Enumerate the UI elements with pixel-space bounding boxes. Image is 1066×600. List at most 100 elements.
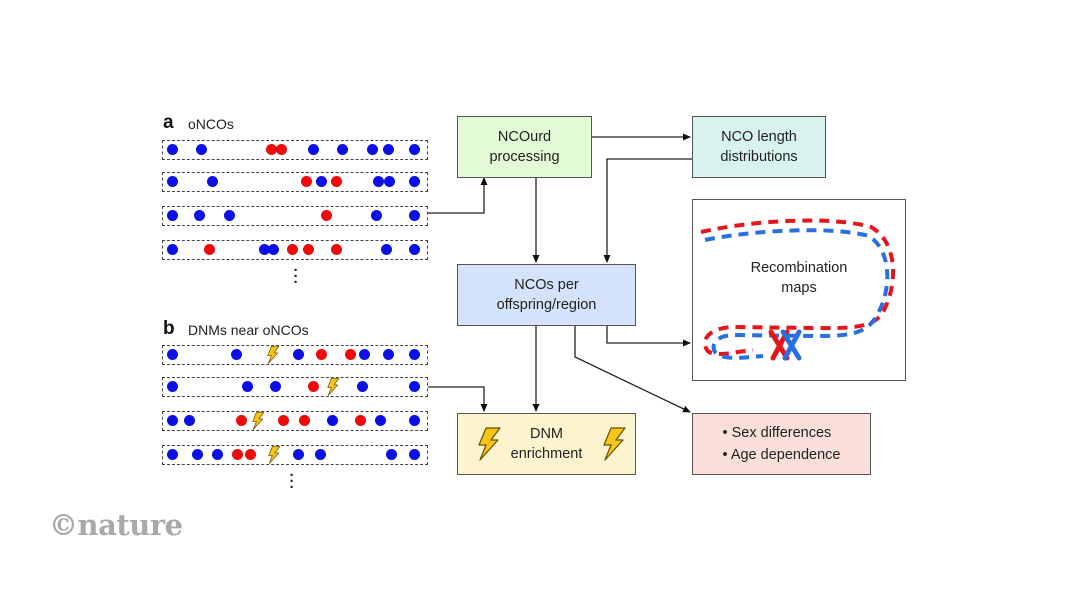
blue-dot	[326, 415, 338, 426]
more-tracks-ellipsis: ···	[289, 467, 295, 496]
panel-b-title: DNMs near oNCOs	[188, 322, 309, 338]
more-tracks-ellipsis: ···	[293, 262, 299, 291]
dnm-track	[162, 377, 428, 397]
red-dot	[298, 415, 310, 426]
red-dot	[277, 415, 289, 426]
blue-dot	[314, 449, 326, 460]
blue-dot	[207, 176, 219, 187]
ncourd-processing-box: NCOurd processing	[457, 116, 592, 178]
lightning-bolt-icon	[326, 378, 340, 396]
lightning-bolt-icon	[478, 427, 501, 461]
blue-dot	[409, 415, 421, 426]
blue-dot	[382, 144, 394, 155]
blue-dot	[337, 144, 349, 155]
blue-dot	[293, 349, 305, 360]
blue-dot	[383, 176, 395, 187]
blue-dot	[366, 144, 378, 155]
blue-dot	[409, 381, 421, 392]
red-dot	[316, 349, 328, 360]
blue-dot	[224, 210, 236, 221]
bullet-sex-differences: • Sex differences	[722, 425, 832, 441]
blue-dot	[167, 144, 179, 155]
red-dot	[265, 144, 277, 155]
blue-dot	[409, 210, 421, 221]
box-line: enrichment	[510, 446, 583, 462]
blue-dot	[409, 176, 421, 187]
blue-dot	[381, 244, 393, 255]
blue-dot	[359, 349, 371, 360]
red-dot	[355, 415, 367, 426]
blue-dot	[373, 176, 385, 187]
sex-age-box: • Sex differences • Age dependence	[692, 413, 871, 475]
lightning-bolt-icon	[267, 446, 281, 464]
onco-track	[162, 172, 428, 192]
blue-dot	[193, 210, 205, 221]
red-dot	[302, 244, 314, 255]
red-dot	[204, 244, 216, 255]
blue-dot	[409, 144, 421, 155]
box-line: offspring/region	[496, 297, 597, 313]
red-dot	[287, 244, 299, 255]
blue-dot	[268, 244, 280, 255]
box-line: NCOurd	[497, 129, 552, 145]
lightning-bolt-icon	[603, 427, 626, 461]
blue-dot	[184, 415, 196, 426]
red-dot	[231, 449, 243, 460]
lightning-bolt-icon	[251, 412, 265, 430]
box-line: DNM	[529, 426, 563, 442]
box-line: maps	[781, 280, 817, 296]
red-dot	[330, 244, 342, 255]
dnm-track	[162, 411, 428, 431]
box-line: NCOs per	[514, 277, 579, 293]
blue-dot	[409, 449, 421, 460]
arrow-per-offspring-to-maps	[606, 325, 691, 347]
red-dot	[235, 415, 247, 426]
blue-dot	[167, 349, 179, 360]
blue-dot	[241, 381, 253, 392]
lightning-bolt-icon	[266, 346, 280, 364]
box-line: processing	[489, 149, 560, 165]
box-line: distributions	[720, 149, 798, 165]
blue-dot	[269, 381, 281, 392]
blue-dot	[167, 210, 179, 221]
blue-dot	[167, 449, 179, 460]
panel-a-label: a	[163, 112, 174, 133]
ncos-per-offspring-box: NCOs per offspring/region	[457, 264, 636, 326]
blue-dot	[308, 144, 320, 155]
red-dot	[244, 449, 256, 460]
blue-dot	[167, 244, 179, 255]
dnm-track	[162, 345, 428, 365]
arrow-length-to-per-offspring	[603, 158, 692, 263]
red-dot	[321, 210, 333, 221]
red-dot	[307, 381, 319, 392]
onco-track	[162, 140, 428, 160]
dnm-enrichment-box: DNM enrichment	[457, 413, 636, 475]
red-dot	[330, 176, 342, 187]
red-dot	[345, 349, 357, 360]
blue-dot	[167, 381, 179, 392]
blue-dot	[196, 144, 208, 155]
dnm-track	[162, 445, 428, 465]
box-line: Recombination	[750, 260, 848, 276]
blue-dot	[409, 244, 421, 255]
blue-dot	[409, 349, 421, 360]
red-dot	[276, 144, 288, 155]
box-line: NCO length	[721, 129, 797, 145]
bullet-age-dependence: • Age dependence	[722, 447, 841, 463]
blue-dot	[259, 244, 271, 255]
blue-dot	[191, 449, 203, 460]
arrow-oncos-to-processing	[428, 177, 488, 214]
panel-a-title: oNCOs	[188, 116, 234, 132]
arrow-per-offspring-to-sex-age	[574, 325, 691, 413]
panel-b-label: b	[163, 318, 175, 339]
blue-dot	[167, 415, 179, 426]
blue-dot	[385, 449, 397, 460]
recombination-maps-box: Recombination maps	[692, 199, 906, 381]
nature-logo: ©nature	[49, 508, 183, 542]
red-dot	[301, 176, 313, 187]
blue-dot	[356, 381, 368, 392]
blue-dot	[316, 176, 328, 187]
onco-track	[162, 206, 428, 226]
onco-track	[162, 240, 428, 260]
